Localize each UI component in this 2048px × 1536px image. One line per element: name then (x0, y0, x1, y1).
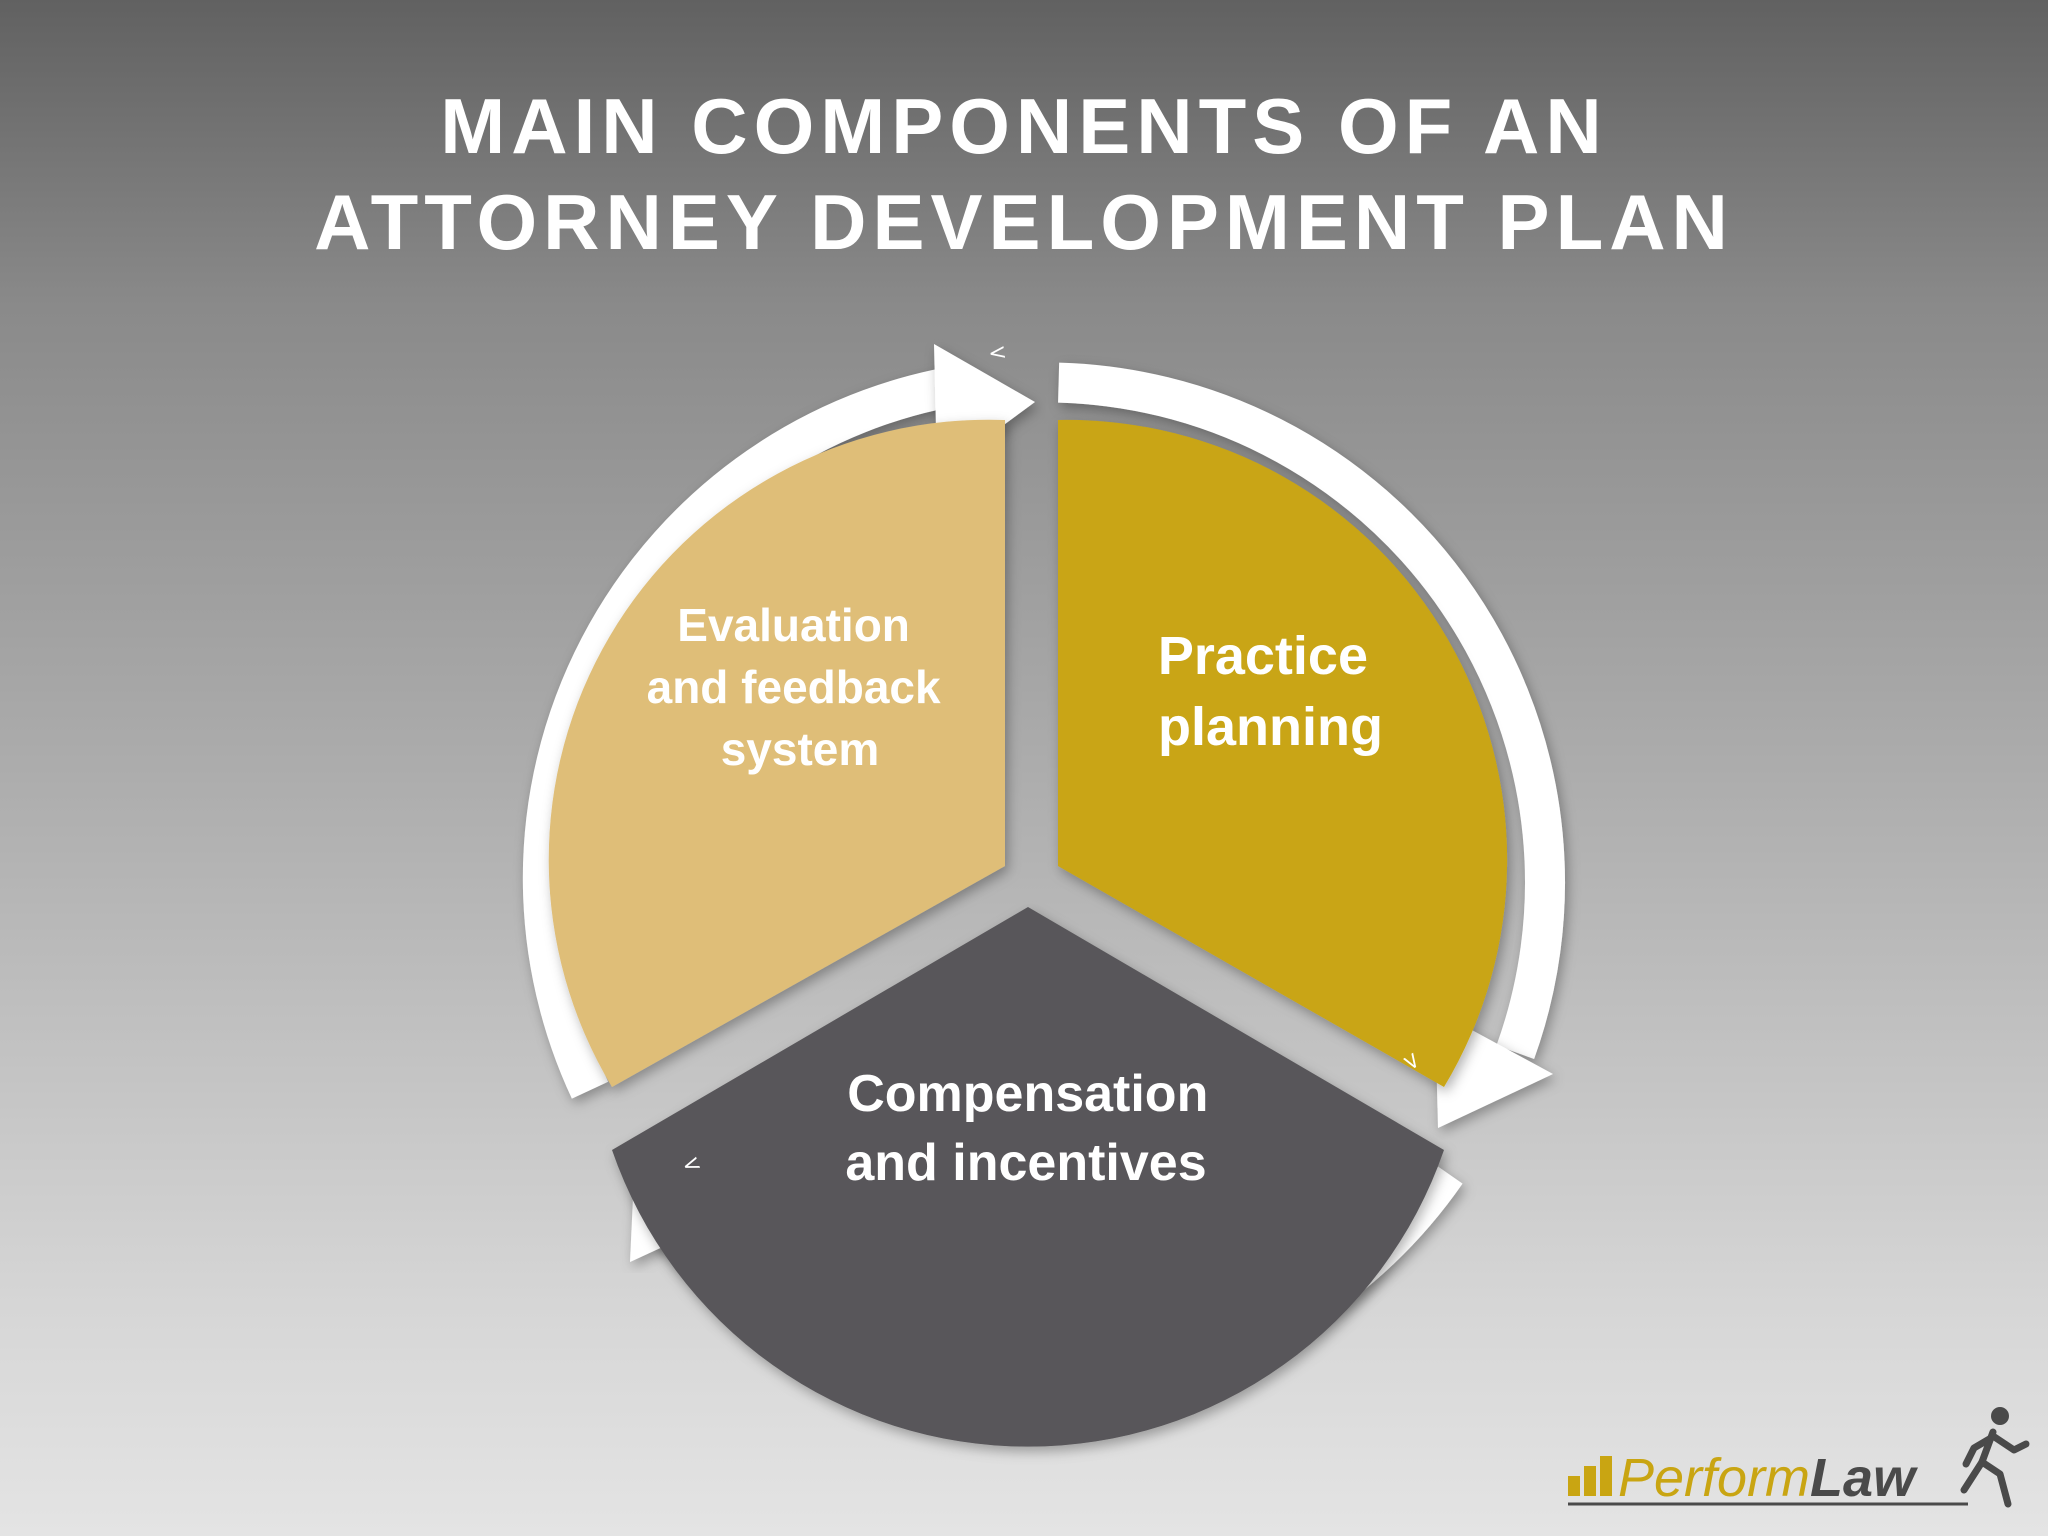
label-practice-planning: Practice planning (1158, 626, 1383, 757)
logo-word-perform: Perform (1618, 1448, 1810, 1508)
label-compensation-incentives: Compensation and incentives (845, 1065, 1222, 1192)
logo-wordmark: PerformLaw (1618, 1448, 1918, 1508)
performlaw-logo: PerformLaw (1568, 1407, 2030, 1508)
label-compensation-line-1: Compensation (847, 1065, 1208, 1123)
label-evaluation-line-1: Evaluation (677, 599, 910, 651)
logo-bar-3 (1600, 1456, 1612, 1496)
logo-bar-1 (1568, 1476, 1580, 1496)
segment-compensation-incentives (612, 907, 1444, 1447)
ring-arc-evaluation (522, 365, 962, 1099)
logo-word-law: Law (1810, 1448, 1918, 1508)
label-practice-line-1: Practice (1158, 626, 1368, 686)
ring-arc-practice (1058, 362, 1565, 1059)
label-compensation-line-2: and incentives (845, 1134, 1206, 1192)
running-person-icon (1960, 1407, 2030, 1508)
title-line-2: ATTORNEY DEVELOPMENT PLAN (314, 178, 1734, 266)
page-title: MAIN COMPONENTS OF AN ATTORNEY DEVELOPME… (0, 78, 2048, 270)
segment-practice-planning (1058, 419, 1508, 1087)
chevron-glyph-top: < (987, 340, 1009, 367)
logo-bar-2 (1584, 1466, 1596, 1496)
label-evaluation-feedback: Evaluation and feedback system (647, 599, 954, 775)
segment-evaluation-feedback (548, 419, 1005, 1088)
label-evaluation-line-3: system (721, 723, 880, 775)
title-line-1: MAIN COMPONENTS OF AN (440, 82, 1608, 170)
label-practice-line-2: planning (1158, 697, 1383, 757)
label-evaluation-line-2: and feedback (647, 661, 941, 713)
